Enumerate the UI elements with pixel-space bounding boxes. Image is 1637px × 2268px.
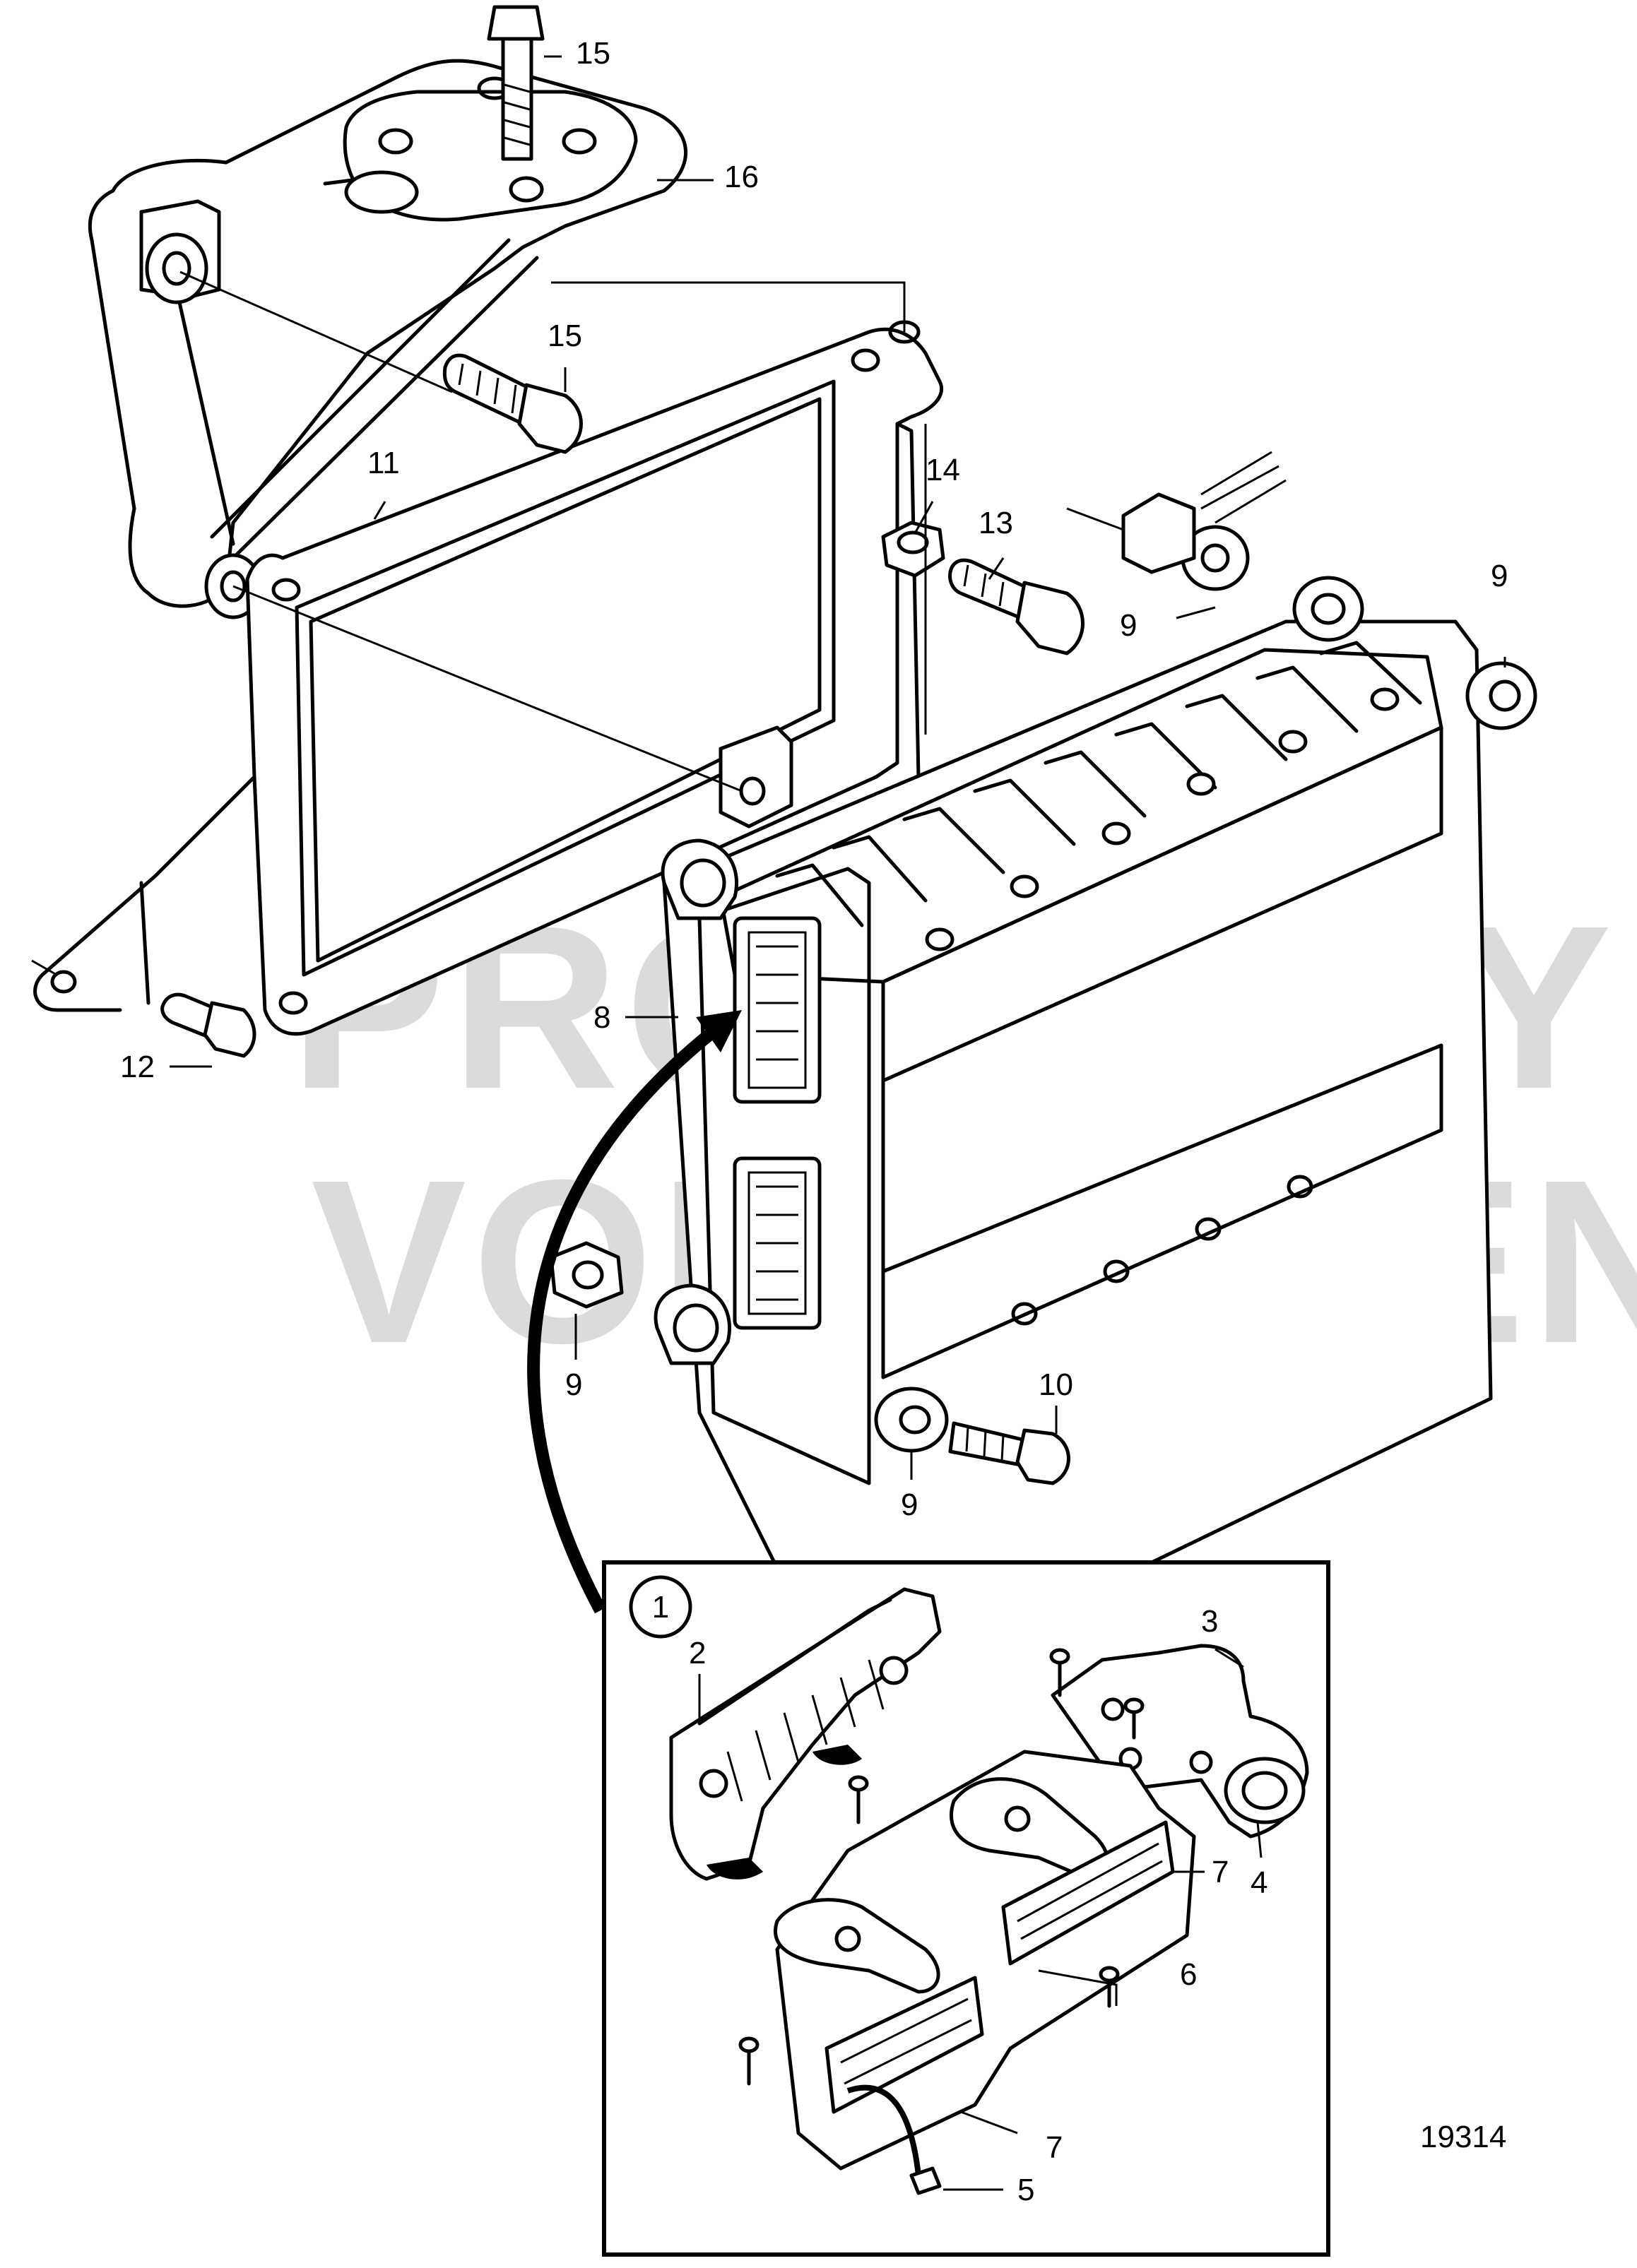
callout-16: 16 xyxy=(724,160,759,194)
inset-badge-label: 1 xyxy=(652,1590,669,1625)
bolt-15-top xyxy=(487,5,545,161)
detail-inset: 1 xyxy=(602,1560,1330,2257)
callout-9-left: 9 xyxy=(565,1367,582,1402)
mounting-plate xyxy=(33,320,944,1036)
callout-labels: 15 16 15 11 14 13 9 9 8 12 9 10 9 2 3 4 … xyxy=(120,36,1508,2207)
callout-12: 12 xyxy=(120,1050,155,1084)
cable-elbow-3 xyxy=(1051,1644,1309,1839)
callout-15-top: 15 xyxy=(576,36,610,71)
bolt-15-middle xyxy=(442,353,583,454)
callout-4: 4 xyxy=(1251,1865,1267,1900)
callout-8: 8 xyxy=(593,1000,610,1035)
bolt-12 xyxy=(160,992,256,1058)
callout-9-upper: 9 xyxy=(1120,608,1137,643)
callout-9-right: 9 xyxy=(1491,559,1508,593)
callout-10: 10 xyxy=(1039,1367,1073,1402)
figure-number: 19314 xyxy=(1420,2120,1506,2154)
callout-7-lower: 7 xyxy=(1046,2130,1063,2165)
callout-2: 2 xyxy=(689,1636,706,1670)
callout-11: 11 xyxy=(367,446,400,480)
callout-15-middle: 15 xyxy=(548,319,582,353)
ecu-cooling-fins xyxy=(775,641,1422,951)
inset-badge xyxy=(629,1575,692,1639)
bolt-13 xyxy=(948,558,1085,655)
callout-7-upper: 7 xyxy=(1212,1855,1229,1889)
harness-clip xyxy=(1066,451,1287,574)
leader-lines xyxy=(31,55,1506,1480)
connector-cover-2 xyxy=(669,1587,942,1881)
grommet-9-a xyxy=(1292,576,1364,642)
callout-14: 14 xyxy=(926,453,960,487)
bolt-10 xyxy=(948,1421,1070,1485)
inset-leader-lines xyxy=(698,1648,1263,2191)
ecu-control-unit xyxy=(654,619,1493,1711)
detail-arrow xyxy=(527,1010,742,1614)
harness-connector xyxy=(738,1648,1196,2195)
callout-9-bottom: 9 xyxy=(901,1488,918,1522)
grommet-9-b xyxy=(1465,661,1537,730)
callout-5: 5 xyxy=(1017,2173,1034,2207)
grommet-9-d xyxy=(874,1387,949,1453)
callout-3: 3 xyxy=(1201,1604,1218,1639)
nut-14 xyxy=(881,521,945,578)
grommet-9-c xyxy=(549,1241,624,1309)
callout-13: 13 xyxy=(979,506,1013,540)
callout-6: 6 xyxy=(1180,1957,1197,1992)
